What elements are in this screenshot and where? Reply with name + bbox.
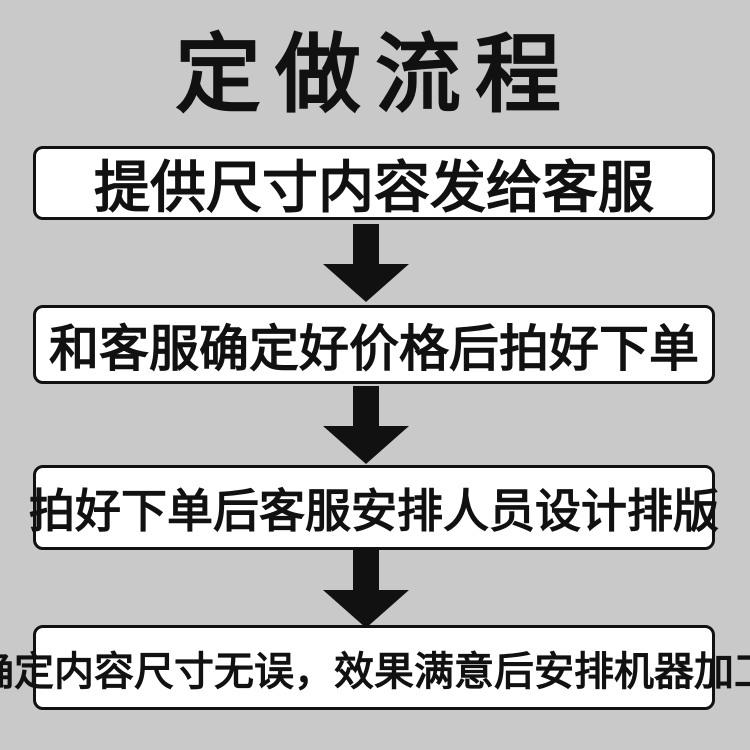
step-3-label: 拍好下单后客服安排人员设计排版	[29, 483, 719, 538]
step-2-label: 和客服确定好价格后拍好下单	[49, 319, 699, 378]
step-2-box: 和客服确定好价格后拍好下单	[33, 305, 715, 384]
step-4-label: 确定内容尺寸无误，效果满意后安排机器加工	[0, 648, 750, 695]
step-1-label: 提供尺寸内容发给客服	[94, 155, 654, 221]
down-arrow-icon	[323, 224, 409, 302]
down-arrow-icon	[323, 550, 409, 628]
step-1-box: 提供尺寸内容发给客服	[33, 146, 715, 221]
down-arrow-icon	[323, 386, 409, 464]
step-3-box: 拍好下单后客服安排人员设计排版	[29, 465, 719, 550]
page-title: 定做流程	[175, 24, 575, 125]
step-4-box: 确定内容尺寸无误，效果满意后安排机器加工	[0, 625, 750, 710]
